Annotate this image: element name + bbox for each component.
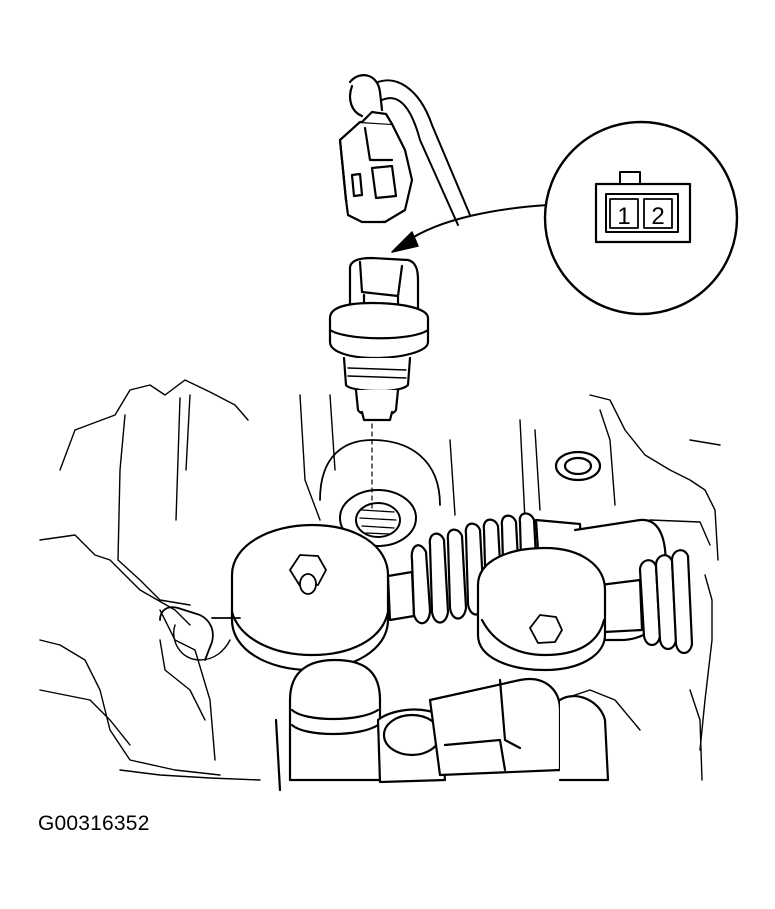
engine-block-outline [39, 379, 721, 781]
terminal-2-label: 2 [651, 203, 664, 230]
wiring-harness [348, 74, 471, 226]
connector-detail-callout [543, 120, 739, 316]
left-bracket [159, 606, 241, 661]
terminal-1-label: 1 [617, 203, 630, 230]
right-bellows [598, 549, 694, 655]
figure-id-caption: G00316352 [38, 812, 150, 835]
temperature-sensor [328, 256, 430, 422]
lower-hoses [274, 658, 610, 792]
connector-callout-arrow [391, 204, 549, 253]
left-canister [230, 523, 390, 672]
washer [554, 450, 602, 482]
harness-connector [338, 110, 414, 224]
right-canister [476, 546, 607, 672]
mounting-hole [319, 407, 441, 547]
